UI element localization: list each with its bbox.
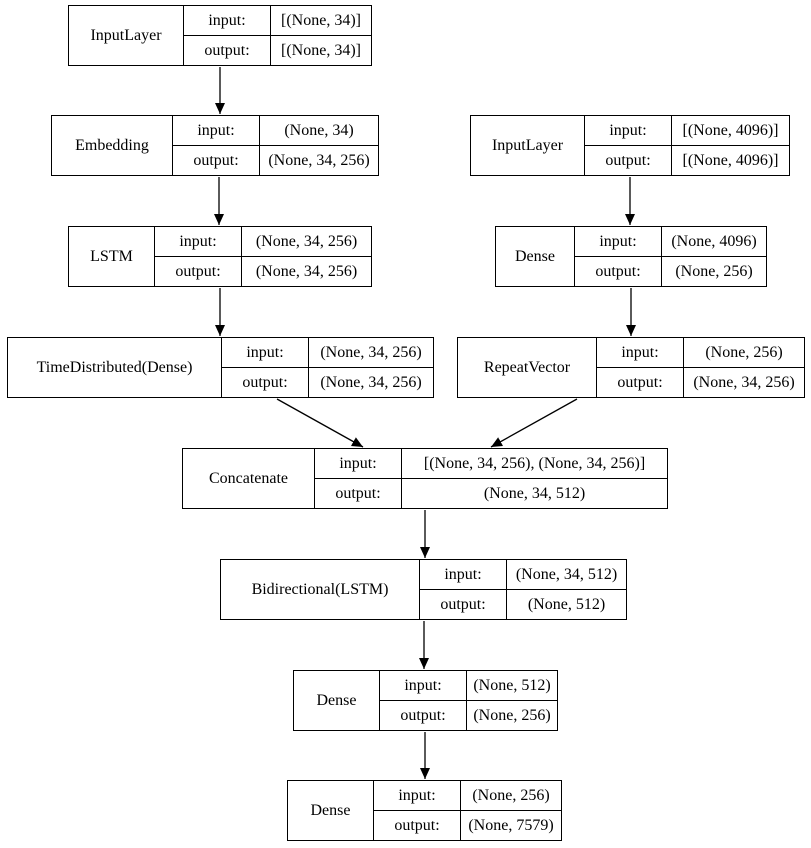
- input-shape: (None, 256): [460, 780, 562, 811]
- input-shape: (None, 34, 512): [506, 559, 627, 590]
- input-label: input:: [379, 670, 467, 701]
- output-label: output:: [373, 810, 461, 841]
- node-repeatvector: RepeatVector input: (None, 256) output: …: [457, 337, 805, 398]
- input-shape: (None, 512): [466, 670, 558, 701]
- input-label: input:: [183, 5, 271, 36]
- output-shape: [(None, 4096)]: [671, 145, 790, 176]
- input-label: input:: [373, 780, 461, 811]
- input-label: input:: [584, 115, 672, 146]
- input-label: input:: [221, 337, 309, 368]
- input-shape: [(None, 34)]: [270, 5, 372, 36]
- output-label: output:: [596, 367, 684, 398]
- node-timedistributed-dense: TimeDistributed(Dense) input: (None, 34,…: [7, 337, 434, 398]
- output-label: output:: [584, 145, 672, 176]
- edge-timedistributed-concatenate: [276, 398, 364, 448]
- edge-repeatvector-concatenate: [490, 398, 578, 448]
- layer-name: RepeatVector: [457, 337, 597, 398]
- layer-name: Concatenate: [182, 448, 315, 509]
- node-embedding: Embedding input: (None, 34) output: (Non…: [51, 115, 379, 176]
- output-label: output:: [419, 589, 507, 620]
- input-shape: [(None, 4096)]: [671, 115, 790, 146]
- input-label: input:: [172, 115, 260, 146]
- input-shape: (None, 34, 256): [308, 337, 434, 368]
- layer-name: Dense: [287, 780, 374, 841]
- input-shape: (None, 34, 256): [241, 226, 372, 257]
- output-shape: (None, 34, 256): [683, 367, 805, 398]
- output-shape: [(None, 34)]: [270, 35, 372, 66]
- output-shape: (None, 34, 512): [401, 478, 668, 509]
- output-shape: (None, 256): [661, 256, 767, 287]
- node-inputlayer-text-branch: InputLayer input: [(None, 34)] output: […: [68, 5, 372, 66]
- node-inputlayer-feature-branch: InputLayer input: [(None, 4096)] output:…: [470, 115, 790, 176]
- layer-name: Dense: [495, 226, 575, 287]
- output-label: output:: [183, 35, 271, 66]
- layer-name: LSTM: [68, 226, 155, 287]
- input-shape: (None, 256): [683, 337, 805, 368]
- node-bidirectional-lstm: Bidirectional(LSTM) input: (None, 34, 51…: [220, 559, 627, 620]
- input-shape: (None, 4096): [661, 226, 767, 257]
- output-shape: (None, 512): [506, 589, 627, 620]
- node-dense-hidden: Dense input: (None, 512) output: (None, …: [293, 670, 558, 731]
- output-label: output:: [314, 478, 402, 509]
- layer-name: Bidirectional(LSTM): [220, 559, 420, 620]
- output-label: output:: [154, 256, 242, 287]
- input-label: input:: [596, 337, 684, 368]
- output-label: output:: [379, 700, 467, 731]
- node-dense-feature-branch: Dense input: (None, 4096) output: (None,…: [495, 226, 767, 287]
- input-label: input:: [314, 448, 402, 479]
- layer-name: Embedding: [51, 115, 173, 176]
- node-dense-output: Dense input: (None, 256) output: (None, …: [287, 780, 562, 841]
- input-label: input:: [154, 226, 242, 257]
- output-label: output:: [221, 367, 309, 398]
- output-shape: (None, 256): [466, 700, 558, 731]
- input-shape: [(None, 34, 256), (None, 34, 256)]: [401, 448, 668, 479]
- layer-name: InputLayer: [68, 5, 184, 66]
- output-label: output:: [172, 145, 260, 176]
- output-shape: (None, 34, 256): [241, 256, 372, 287]
- output-label: output:: [574, 256, 662, 287]
- node-concatenate: Concatenate input: [(None, 34, 256), (No…: [182, 448, 668, 509]
- layer-name: InputLayer: [470, 115, 585, 176]
- layer-name: Dense: [293, 670, 380, 731]
- input-label: input:: [419, 559, 507, 590]
- output-shape: (None, 7579): [460, 810, 562, 841]
- output-shape: (None, 34, 256): [308, 367, 434, 398]
- input-label: input:: [574, 226, 662, 257]
- node-lstm: LSTM input: (None, 34, 256) output: (Non…: [68, 226, 372, 287]
- layer-name: TimeDistributed(Dense): [7, 337, 222, 398]
- output-shape: (None, 34, 256): [259, 145, 379, 176]
- input-shape: (None, 34): [259, 115, 379, 146]
